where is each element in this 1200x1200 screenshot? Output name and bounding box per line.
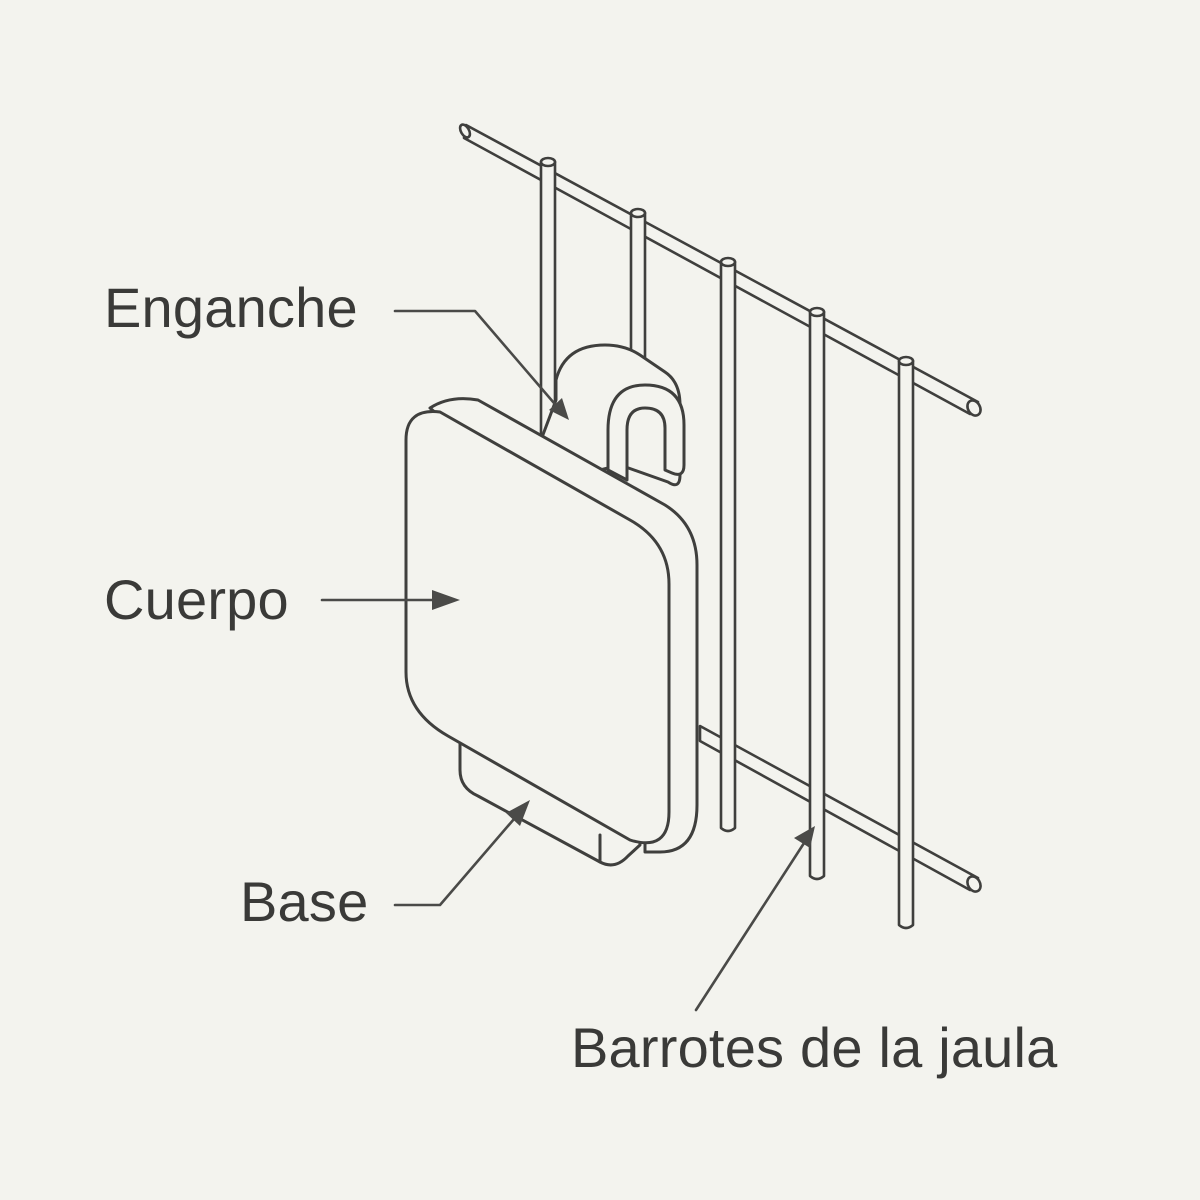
cage-vertical-bar-4: [808, 306, 826, 881]
body-label: Cuerpo: [104, 568, 289, 631]
feeder-hook: [606, 383, 686, 482]
hook-leader-arrow: [393, 309, 569, 420]
cage-bottom-horizontal-bar: [698, 724, 982, 893]
cage-bars-label: Barrotes de la jaula: [571, 1016, 1058, 1079]
cage-vertical-bar-1: [539, 156, 557, 447]
base-label: Base: [240, 870, 369, 933]
hook-label: Enganche: [104, 276, 358, 339]
body-leader-arrow: [320, 590, 460, 610]
cage-vertical-bar-5: [897, 355, 915, 930]
cage-vertical-bar-3: [719, 256, 737, 833]
feeder-body: [404, 397, 699, 854]
bars-leader-arrow: [694, 826, 815, 1012]
cage-vertical-bar-2: [629, 207, 647, 362]
base-leader-arrow: [393, 800, 530, 907]
